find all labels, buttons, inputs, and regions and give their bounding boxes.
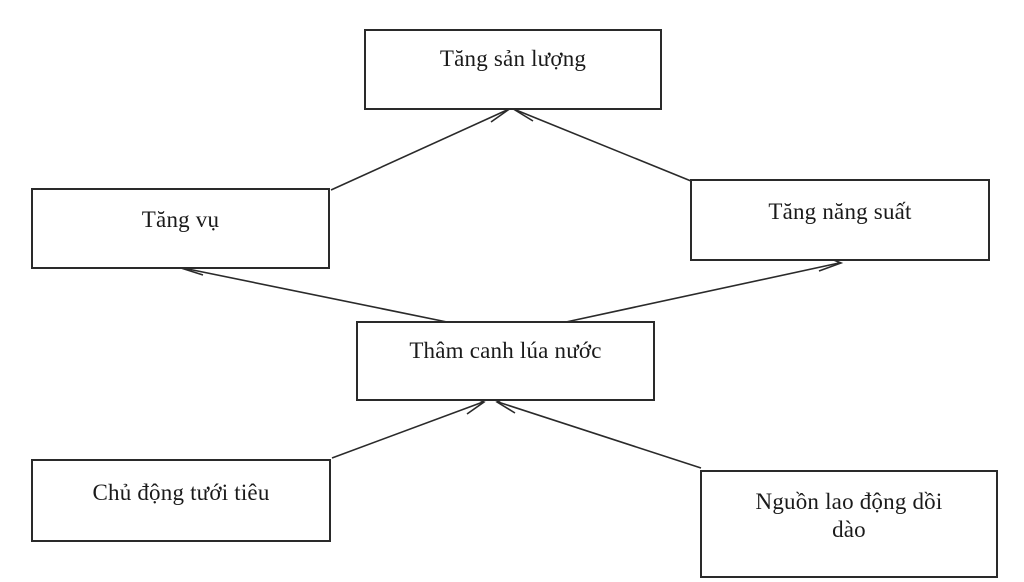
arrow-nguon-lao-dong-to-tham-canh — [495, 392, 702, 469]
arrow-tang-nang-suat-to-tang-san-luong — [513, 100, 692, 182]
node-nguon-lao-dong-doi-dao[interactable]: Nguồn lao động dồi dào — [700, 470, 998, 578]
arrow-chu-dong-tuoi-tieu-to-tham-canh — [331, 393, 486, 459]
node-chu-dong-tuoi-tieu[interactable]: Chủ động tưới tiêu — [31, 459, 331, 542]
node-tham-canh-lua-nuoc[interactable]: Thâm canh lúa nước — [356, 321, 655, 401]
node-label: Thâm canh lúa nước — [409, 338, 602, 363]
node-label: Tăng vụ — [141, 207, 220, 232]
arrow-tham-canh-to-tang-nang-suat — [565, 253, 844, 323]
node-tang-nang-suat[interactable]: Tăng năng suất — [690, 179, 990, 261]
node-label: Tăng sản lượng — [439, 46, 587, 71]
arrow-tang-vu-to-tang-san-luong — [330, 101, 510, 191]
node-tang-san-luong[interactable]: Tăng sản lượng — [364, 29, 662, 110]
node-label: Nguồn lao động dồi dào — [755, 489, 943, 543]
node-tang-vu[interactable]: Tăng vụ — [31, 188, 330, 269]
node-label: Chủ động tưới tiêu — [92, 480, 270, 505]
node-label: Tăng năng suất — [768, 199, 912, 224]
